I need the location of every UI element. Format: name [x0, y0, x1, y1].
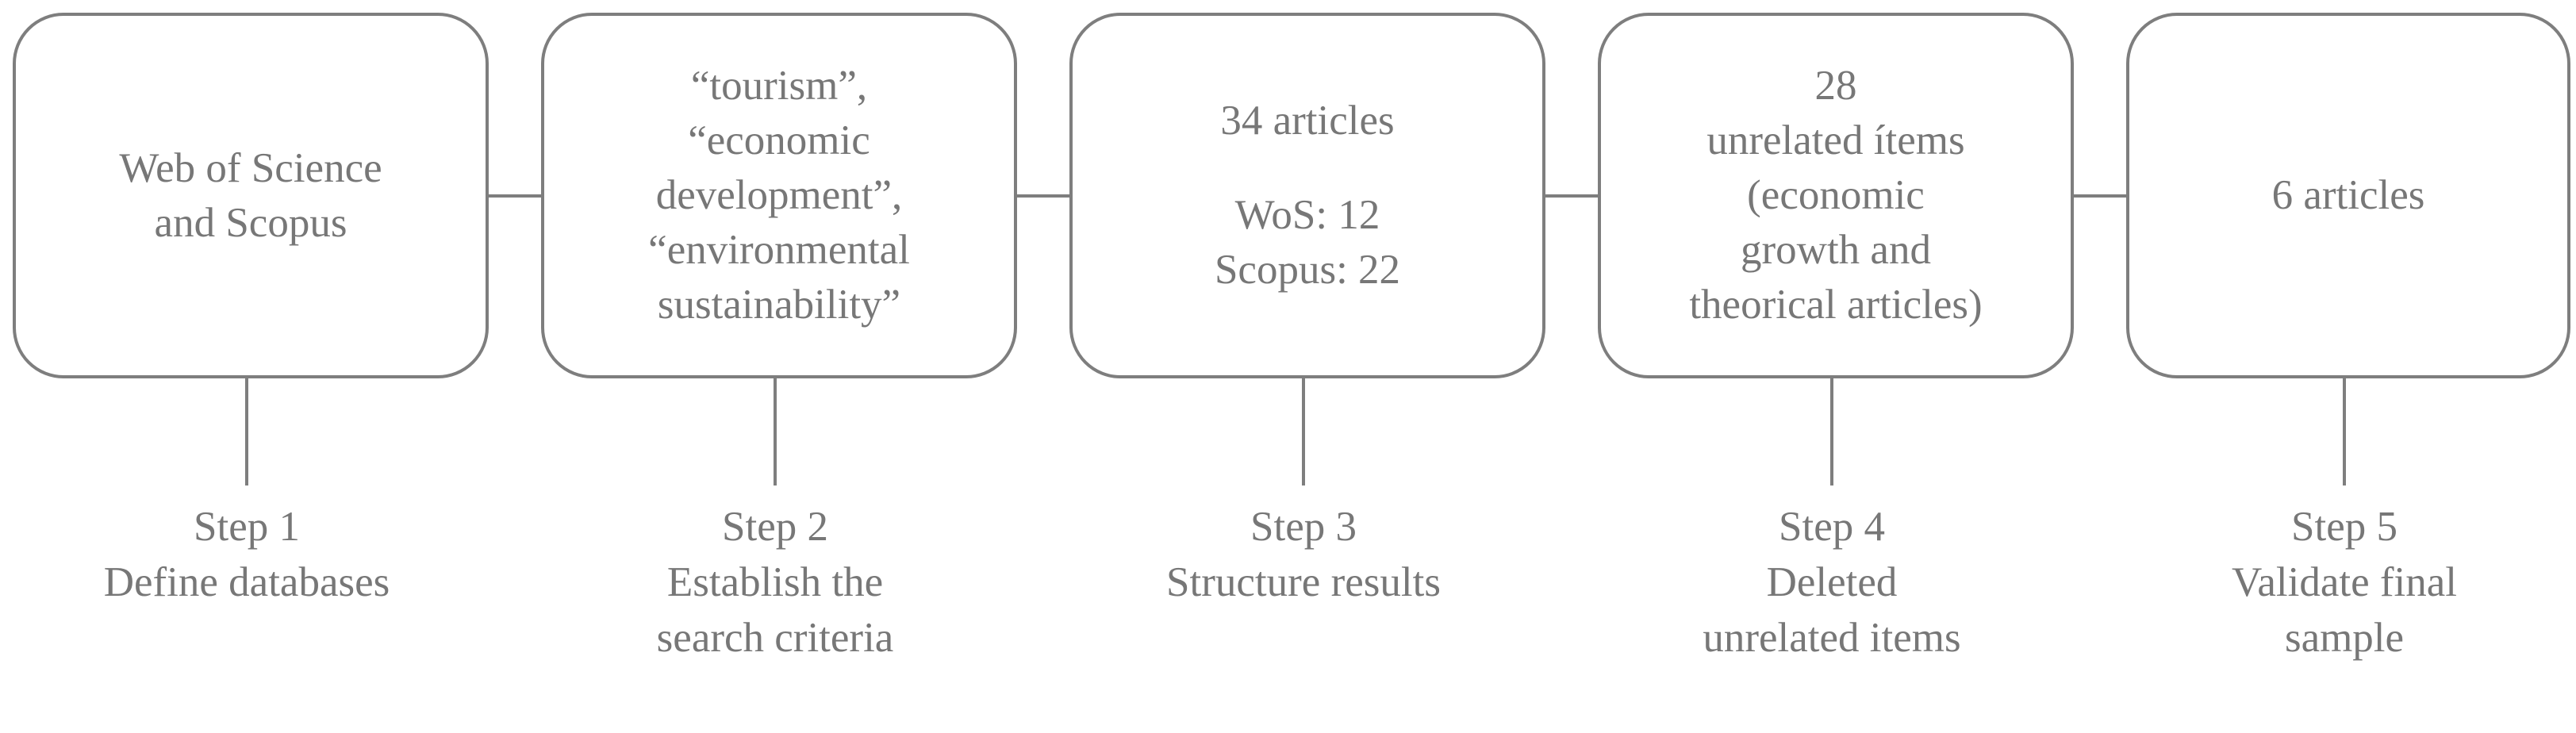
flow-node-line: Web of Science: [119, 144, 382, 191]
step-description-line: sample: [2284, 614, 2405, 661]
stem-connector-3: [1302, 378, 1305, 485]
step-description-line: unrelated items: [1703, 614, 1961, 661]
flow-node-5[interactable]: 6 articles: [2126, 13, 2570, 378]
flow-node-line: and Scopus: [154, 199, 347, 246]
flow-node-line: Scopus: 22: [1214, 247, 1401, 294]
flow-node-4[interactable]: 28 unrelated ítems (economic growth and theo…: [1598, 13, 2074, 378]
stem-connector-5: [2343, 378, 2346, 485]
flow-node-line: “environmental: [648, 226, 910, 273]
flow-node-text: Web of Science and Scopus: [30, 141, 471, 251]
step-label-2: Step 2 Establish the search criteria: [657, 500, 894, 666]
flow-node-2[interactable]: “tourism”, “economic development”, “environ…: [541, 13, 1017, 378]
flow-node-line: “economic: [688, 117, 870, 164]
horizontal-connector-3: [1545, 194, 1598, 198]
step-number: Step 2: [722, 504, 828, 550]
flow-node-text: 6 articles: [2144, 168, 2553, 223]
flow-node-line: 28: [1814, 63, 1857, 109]
step-description-line: search criteria: [656, 614, 894, 661]
flow-node-line: 34 articles: [1220, 97, 1395, 144]
flow-node-text: 28 unrelated ítems (economic growth and theo…: [1615, 59, 2056, 332]
stem-connector-2: [774, 378, 777, 485]
flow-node-line: “tourism”,: [690, 63, 868, 109]
stem-connector-4: [1830, 378, 1833, 485]
step-number: Step 4: [1779, 504, 1885, 550]
steps-row: Step 1 Define databases Step 2 Establish th…: [0, 500, 2576, 733]
horizontal-connector-4: [2074, 194, 2126, 198]
flow-node-line: growth and: [1741, 226, 1931, 273]
flow-node-1[interactable]: Web of Science and Scopus: [13, 13, 489, 378]
step-number: Step 3: [1250, 504, 1357, 550]
spacer-line: [1087, 148, 1528, 188]
flow-node-line: 6 articles: [2271, 172, 2425, 219]
stem-connector-1: [245, 378, 248, 485]
step-description-line: Validate final: [2231, 558, 2458, 605]
step-label-3: Step 3 Structure results: [1166, 500, 1441, 611]
step-label-1: Step 1 Define databases: [104, 500, 390, 611]
step-description-line: Structure results: [1166, 558, 1441, 605]
flow-node-text: “tourism”, “economic development”, “environ…: [559, 59, 1000, 332]
step-description-line: Deleted: [1766, 558, 1898, 605]
step-label-4: Step 4 Deleted unrelated items: [1703, 500, 1960, 666]
step-number: Step 1: [194, 504, 300, 550]
horizontal-connector-1: [489, 194, 541, 198]
flow-node-line: WoS: 12: [1234, 192, 1380, 239]
step-label-5: Step 5 Validate final sample: [2232, 500, 2457, 666]
flow-node-line: development”,: [655, 172, 903, 219]
step-description-line: Establish the: [666, 558, 884, 605]
step-description-line: Define databases: [103, 558, 390, 605]
flow-node-line: sustainability”: [657, 281, 901, 328]
step-number: Step 5: [2291, 504, 2397, 550]
flow-node-line: (economic: [1747, 172, 1925, 219]
horizontal-connector-2: [1017, 194, 1069, 198]
flow-node-line: unrelated ítems: [1706, 117, 1965, 164]
flow-node-line: theorical articles): [1689, 281, 1983, 328]
flow-row: Web of Science and Scopus “tourism”, “econo…: [13, 13, 2570, 378]
